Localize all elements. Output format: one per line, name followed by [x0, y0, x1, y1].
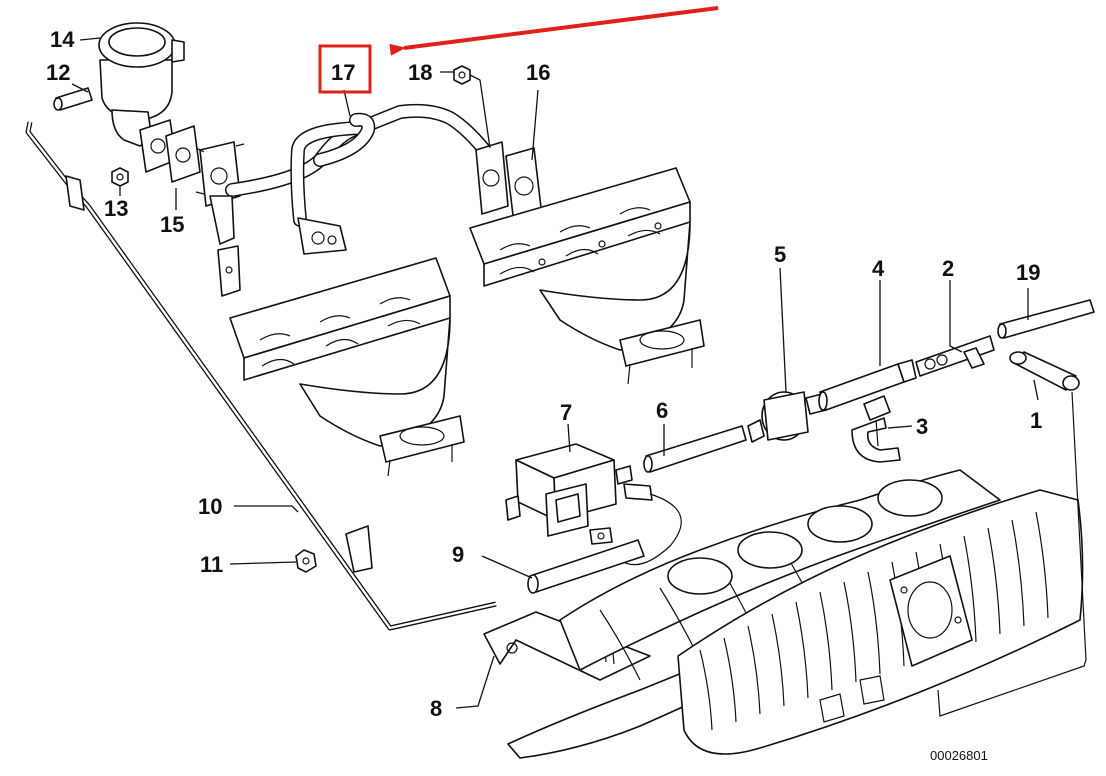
part-10-vacuum-line	[25, 121, 497, 631]
diagram-reference-code: 00026801	[930, 748, 988, 763]
part-16-gasket	[475, 141, 543, 225]
part-17-highlight-box	[318, 44, 372, 94]
label-part-8: 8	[430, 696, 442, 721]
label-part-4: 4	[872, 256, 885, 281]
leader-lines	[71, 37, 1039, 709]
label-part-3: 3	[916, 414, 928, 439]
label-part-5: 5	[774, 242, 786, 267]
part-labels: 14 12 13 15 17 18 16 5 4 2 19 1 3 7 6 10…	[46, 27, 1042, 721]
label-part-7: 7	[560, 400, 572, 425]
label-part-10: 10	[198, 494, 222, 519]
part-7-solenoid-valve	[505, 443, 682, 566]
part-12-hose	[53, 87, 93, 111]
rear-exhaust-manifold	[469, 167, 705, 385]
part-19-hose	[997, 299, 1095, 339]
label-part-11: 11	[200, 552, 223, 577]
label-part-17: 17	[331, 60, 355, 85]
highlight-arrow	[389, 6, 719, 56]
part-15-gasket	[139, 119, 245, 207]
part-9-hose	[527, 539, 645, 594]
part-1-hose	[1009, 351, 1080, 391]
front-exhaust-manifold	[229, 257, 465, 477]
part-4-hose	[818, 359, 917, 411]
part-17-air-injection-pipe	[209, 103, 501, 297]
label-part-9: 9	[452, 542, 464, 567]
label-part-19: 19	[1016, 260, 1040, 285]
part-13-nut	[111, 167, 129, 187]
part-6-hose	[643, 425, 747, 473]
label-part-1: 1	[1030, 408, 1042, 433]
label-part-16: 16	[526, 60, 550, 85]
label-part-15: 15	[160, 212, 184, 237]
label-part-13: 13	[104, 196, 128, 221]
part-3-holder-clip	[851, 395, 901, 463]
part-11-nut	[295, 549, 317, 573]
label-part-2: 2	[942, 256, 954, 281]
label-part-6: 6	[656, 398, 668, 423]
part-18-nut	[453, 65, 471, 85]
part-1-routing-line	[937, 391, 1087, 717]
label-part-12: 12	[46, 60, 70, 85]
intake-manifold	[507, 469, 1084, 759]
label-part-14: 14	[50, 27, 75, 52]
label-part-18: 18	[408, 60, 432, 85]
part-5-vacuum-damper	[747, 391, 827, 443]
part-2-t-connector	[915, 335, 995, 377]
